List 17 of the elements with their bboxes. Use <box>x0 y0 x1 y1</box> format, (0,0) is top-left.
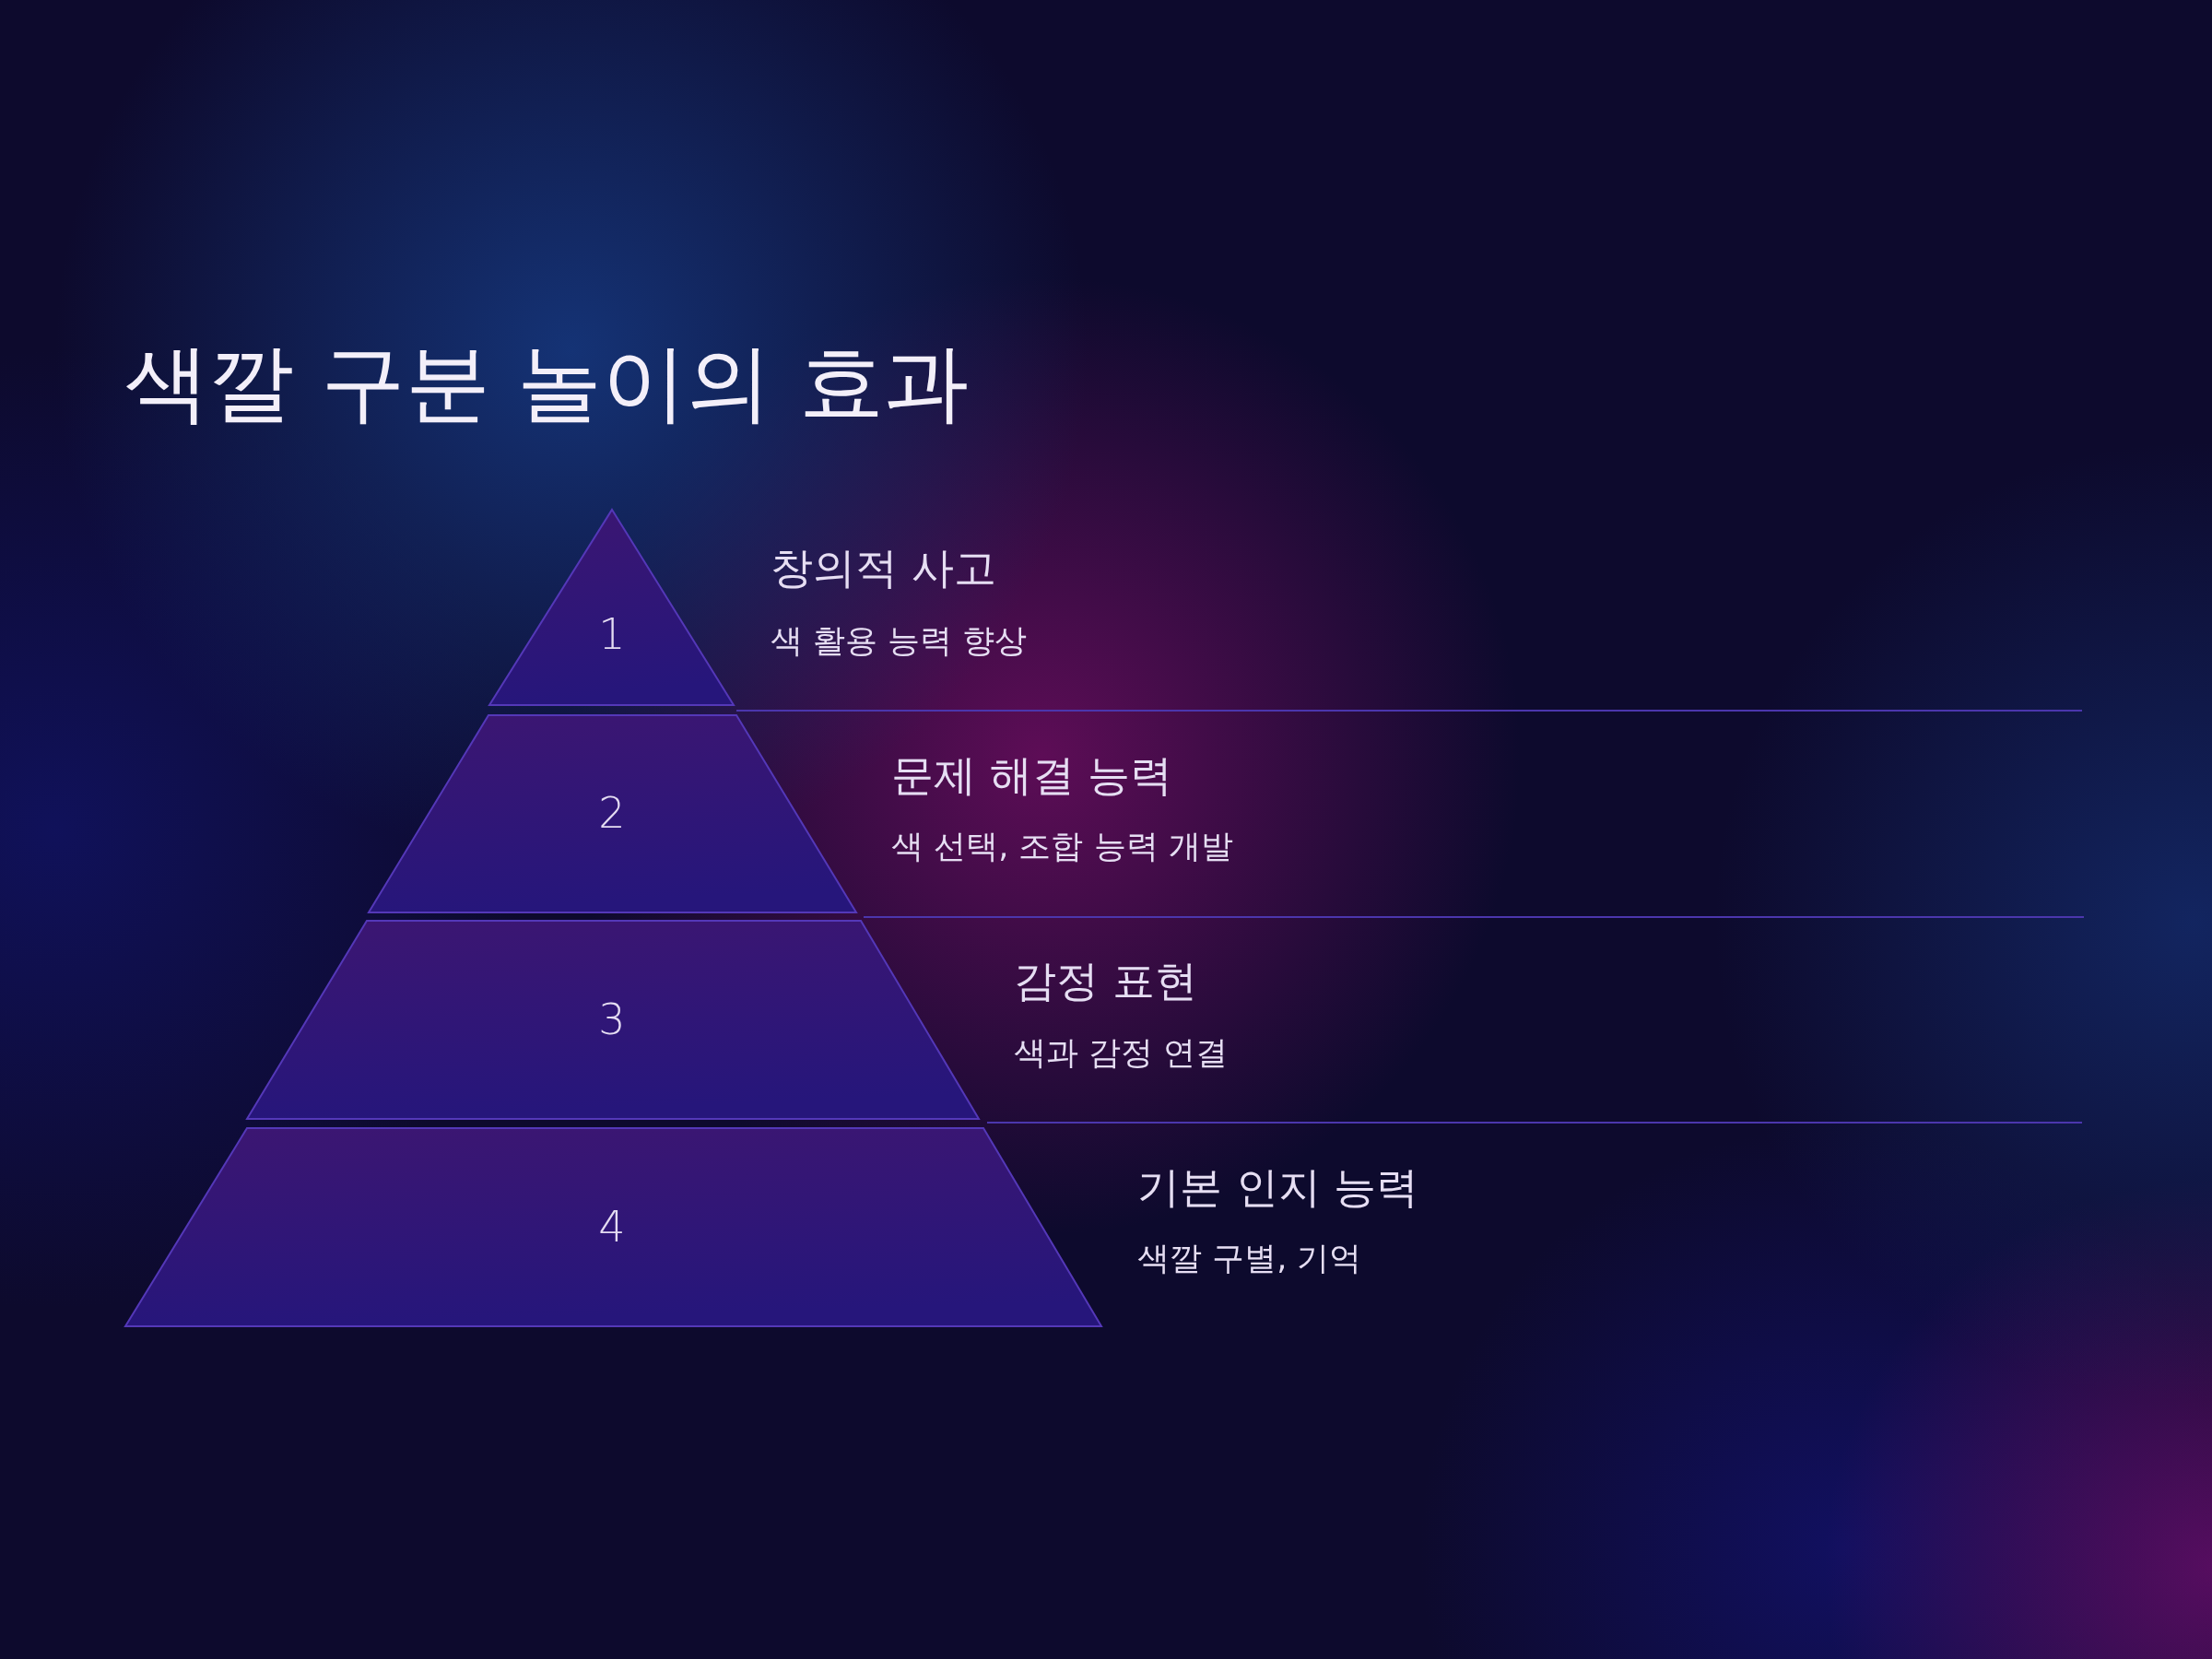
tier-heading: 문제 해결 능력 <box>891 750 1173 802</box>
tier-number: 1 <box>598 609 626 661</box>
pyramid-tier <box>247 921 979 1119</box>
tier-heading: 창의적 사고 <box>771 543 996 594</box>
tier-heading: 감정 표현 <box>1014 956 1197 1007</box>
pyramid-tier <box>489 510 734 705</box>
tier-number: 3 <box>598 994 626 1046</box>
pyramid-tier <box>369 715 856 912</box>
tier-description: 색깔 구별, 기억 <box>1137 1239 1362 1277</box>
tier-heading: 기본 인지 능력 <box>1137 1162 1419 1214</box>
tier-description: 색 활용 능력 향상 <box>771 621 1028 660</box>
tier-description: 색 선택, 조합 능력 개발 <box>891 827 1233 865</box>
tier-number: 2 <box>598 788 626 840</box>
tier-number: 4 <box>598 1202 626 1253</box>
pyramid-tier <box>125 1128 1101 1326</box>
tier-description: 색과 감정 연결 <box>1014 1033 1229 1072</box>
slide-title: 색깔 구분 놀이의 효과 <box>124 332 969 434</box>
